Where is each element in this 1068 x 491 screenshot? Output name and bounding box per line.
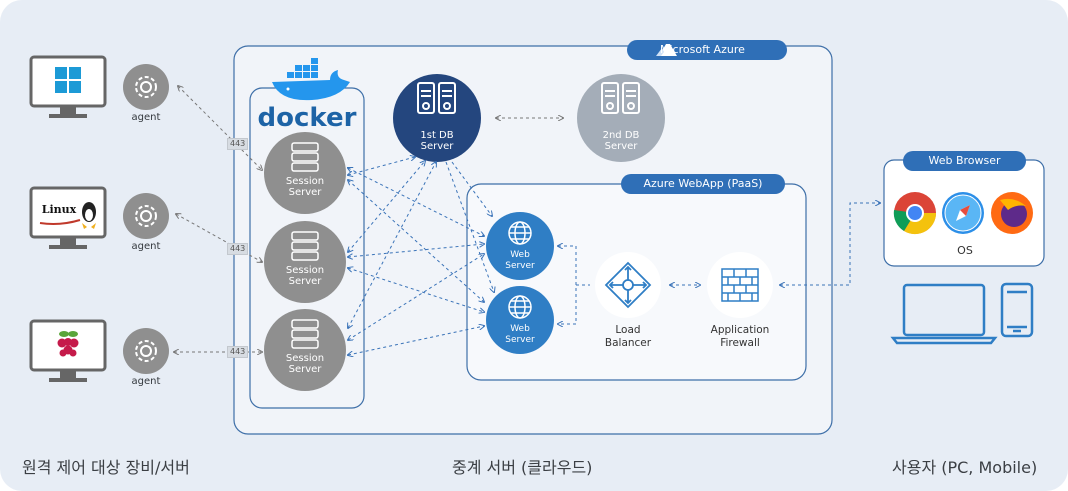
agent-label-3: agent [131,376,161,387]
port-badge-2: 443 [227,243,249,255]
agent-label-2: agent [131,241,161,252]
chrome-icon [893,192,937,235]
caption-left: 원격 제어 대상 장비/서버 [22,458,190,477]
load-balancer-icon [604,261,652,309]
docker-whale-icon [272,58,350,101]
session-stack-icon [291,142,319,349]
docker-wordmark: docker [257,103,357,133]
web-server-2 [486,286,554,354]
browser-tab [903,151,1026,171]
db-server-2 [577,74,665,162]
azure-title: Microsoft Azure [660,43,745,56]
db-server-1 [393,74,481,162]
db-rack-icon [417,82,640,114]
phone-icon [1000,282,1034,338]
linux-label: Linux [41,203,77,216]
agent-label-1: agent [131,112,161,123]
raspberry-monitor-icon [29,319,107,382]
agent-gear-icon-3 [123,328,169,374]
laptop-icon [890,283,998,345]
windows-monitor-icon [29,55,107,118]
azure-logo-icon [659,44,677,56]
web-server-1 [486,212,554,280]
os-label: OS [957,244,973,257]
safari-icon [942,192,984,234]
session-server-1 [264,132,346,214]
globe-icon [508,221,532,319]
firewall-icon [721,268,759,302]
caption-middle: 중계 서버 (클라우드) [452,458,593,477]
browser-title: Web Browser [928,154,1001,167]
load-balancer-node [595,252,661,318]
webapp-tab [621,174,785,194]
agent-gear-icon-2 [123,193,169,239]
linux-monitor-icon [29,186,107,249]
webapp-title: Azure WebApp (PaaS) [643,177,763,190]
connection-lines [348,157,880,355]
caption-right: 사용자 (PC, Mobile) [892,458,1038,477]
session-server-3 [264,309,346,391]
firefox-icon [991,192,1033,234]
port-badge-3: 443 [227,346,249,358]
agent-gear-icon-1 [123,64,169,110]
port-badge-1: 443 [227,138,249,150]
session-server-2 [264,221,346,303]
